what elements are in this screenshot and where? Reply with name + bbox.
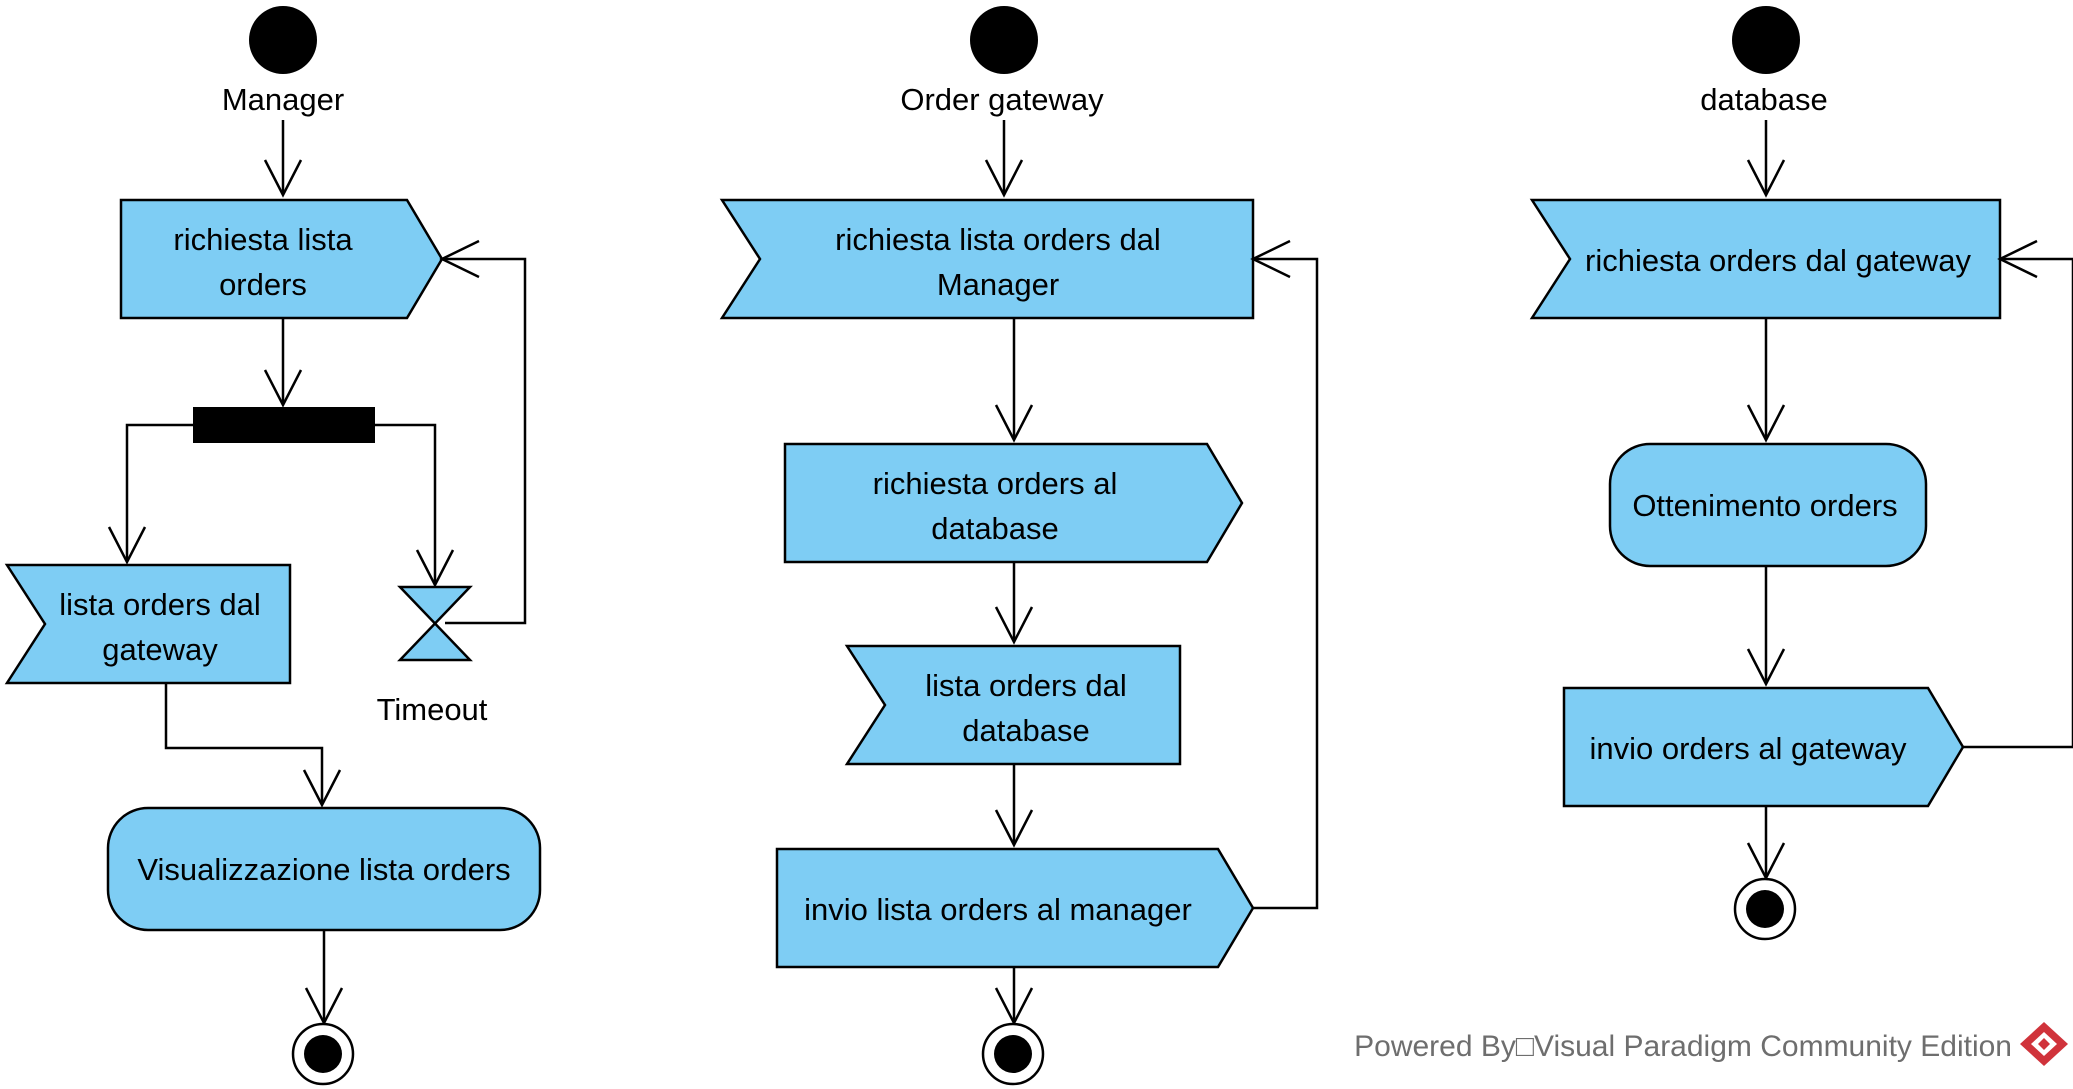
svg-text:Visualizzazione lista orders: Visualizzazione lista orders [137, 852, 510, 887]
timeout-hourglass-icon[interactable] [397, 585, 473, 662]
arrowhead [415, 549, 455, 588]
fork-bar[interactable] [193, 407, 375, 443]
arrowhead [439, 239, 480, 279]
final-node-gateway[interactable] [981, 1022, 1045, 1086]
arrowhead [263, 369, 303, 408]
final-node-database[interactable] [1733, 877, 1797, 941]
accept-event-lista-orders-dal-database[interactable]: lista orders dal database [844, 644, 1182, 766]
visual-paradigm-logo-icon [2020, 1022, 2068, 1066]
arrowhead [984, 159, 1024, 198]
svg-text:richiesta orders dal gateway: richiesta orders dal gateway [1585, 243, 1971, 278]
arrowhead [994, 606, 1034, 645]
arrowhead [994, 809, 1034, 848]
action-ottenimento-orders[interactable]: Ottenimento orders [1608, 442, 1928, 568]
lane-manager: Manager richiesta lista orders Timeout l… [4, 6, 542, 1086]
accept-event-richiesta-lista-orders[interactable]: richiesta lista orders [119, 198, 444, 320]
svg-text:invio lista orders al manager: invio lista orders al manager [804, 892, 1192, 927]
timeout-label: Timeout [377, 692, 488, 727]
arrowhead [1997, 239, 2038, 279]
svg-text:Ottenimento orders: Ottenimento orders [1632, 488, 1897, 523]
initial-node-database[interactable] [1732, 6, 1800, 74]
lane-label-manager: Manager [222, 82, 344, 117]
svg-text:invio orders al gateway: invio orders al gateway [1589, 731, 1907, 766]
arrowhead [1250, 239, 1291, 279]
svg-text:database: database [962, 713, 1090, 748]
arrowhead [107, 526, 147, 565]
arrowhead [263, 159, 303, 198]
svg-text:database: database [931, 511, 1059, 546]
edge-fork-to-list [125, 423, 193, 562]
send-signal-richiesta-orders-al-database[interactable]: richiesta orders al database [783, 442, 1244, 564]
initial-node-gateway[interactable] [970, 6, 1038, 74]
send-signal-invio-orders-al-gateway[interactable]: invio orders al gateway [1562, 686, 1965, 808]
accept-event-richiesta-lista-orders-dal-manager[interactable]: richiesta lista orders dal Manager [719, 198, 1255, 320]
edge-fork-to-timeout [375, 423, 437, 585]
arrowhead [302, 769, 342, 808]
svg-text:lista orders dal: lista orders dal [59, 587, 261, 622]
edge-send-loop-back [1963, 257, 2073, 749]
accept-event-richiesta-orders-dal-gateway[interactable]: richiesta orders dal gateway [1529, 198, 2002, 320]
svg-text:orders: orders [219, 267, 307, 302]
svg-text:richiesta lista orders dal: richiesta lista orders dal [835, 222, 1161, 257]
lane-database: database richiesta orders dal gateway Ot… [1529, 6, 2073, 941]
lane-label-database: database [1700, 82, 1828, 117]
final-node-manager[interactable] [291, 1022, 355, 1086]
watermark-text: Powered By□Visual Paradigm Community Edi… [1354, 1030, 2012, 1063]
action-visualizzazione-lista-orders[interactable]: Visualizzazione lista orders [106, 806, 542, 932]
svg-text:lista orders dal: lista orders dal [925, 668, 1127, 703]
accept-event-lista-orders-dal-gateway[interactable]: lista orders dal gateway [4, 563, 292, 685]
arrowhead [994, 404, 1034, 443]
edge-send-manager-loop-back [1253, 257, 1319, 910]
arrowhead [1746, 404, 1786, 443]
arrowhead [1746, 648, 1786, 687]
svg-text:Manager: Manager [937, 267, 1059, 302]
initial-node-manager[interactable] [249, 6, 317, 74]
arrowhead [1746, 159, 1786, 198]
svg-text:richiesta orders al: richiesta orders al [873, 466, 1118, 501]
svg-text:gateway: gateway [102, 632, 218, 667]
send-signal-invio-lista-orders-al-manager[interactable]: invio lista orders al manager [775, 847, 1255, 969]
edge-list-to-visual [164, 683, 324, 805]
lane-label-order-gateway: Order gateway [900, 82, 1104, 117]
edge-timeout-loop-back [442, 257, 527, 625]
svg-text:richiesta lista: richiesta lista [173, 222, 353, 257]
lane-order-gateway: Order gateway richiesta lista orders dal… [719, 6, 1319, 1086]
